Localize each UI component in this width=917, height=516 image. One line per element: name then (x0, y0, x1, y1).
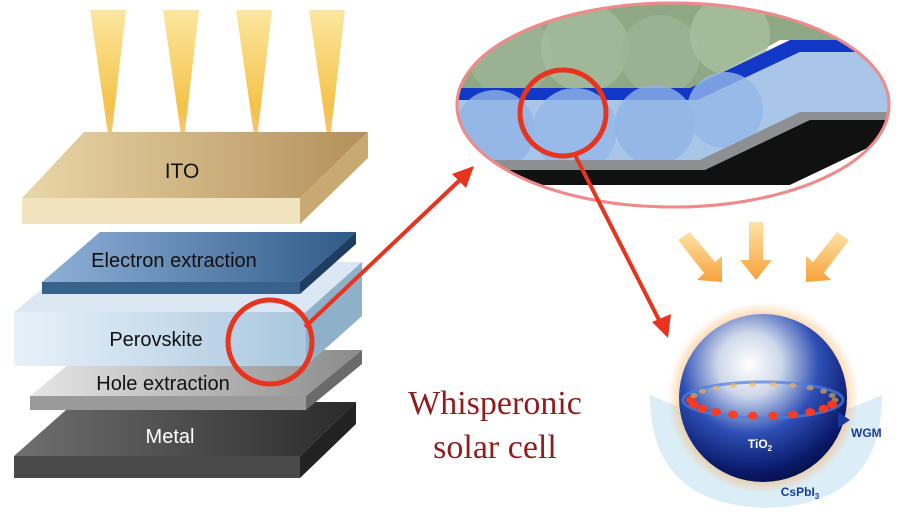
label-ito: ITO (165, 160, 200, 183)
diagram-title-line2: solar cell (433, 429, 557, 466)
wgm-arrow (838, 412, 850, 428)
wgm-spot (820, 388, 828, 394)
label-wgm: WGM (851, 426, 882, 440)
wgm-spot (787, 410, 798, 419)
wgm-spot (749, 381, 757, 387)
zoom-inset (455, 1, 891, 209)
layer-electron-extraction (42, 232, 356, 294)
wgm-spot (828, 393, 836, 398)
label-electron-extraction: Electron extraction (91, 250, 257, 272)
wgm-spot (697, 404, 708, 413)
incoming-light-arrows (678, 222, 849, 282)
light-rays (90, 10, 345, 148)
wgm-spot (827, 400, 838, 409)
label-cspbi3: CsPbI3 (781, 485, 820, 501)
wgm-spot (729, 382, 737, 388)
zoom-arrows (303, 154, 671, 338)
label-metal: Metal (146, 426, 195, 448)
label-tio2: TiO2 (748, 437, 773, 453)
tio2-sphere (679, 314, 847, 482)
tio2-sphere-group (650, 302, 882, 508)
label-hole-extraction: Hole extraction (96, 373, 229, 395)
wgm-spot (789, 382, 797, 388)
diagram-title-line1: Whisperonic (408, 385, 582, 422)
wgm-mode-ring (681, 380, 845, 420)
wgm-spot (769, 381, 777, 387)
wgm-spot (728, 410, 739, 419)
highlight-circle-zoom (517, 67, 609, 159)
wgm-spot (747, 411, 758, 420)
wgm-spot (712, 385, 720, 391)
wgm-spot (818, 404, 829, 413)
wgm-spot (805, 408, 816, 417)
wgm-spot (690, 393, 698, 398)
wgm-spot (806, 385, 814, 391)
wgm-spot (698, 388, 706, 394)
layer-metal (14, 402, 356, 478)
label-perovskite: Perovskite (109, 329, 202, 351)
wgm-spot (768, 411, 779, 420)
wgm-spot (686, 396, 696, 404)
wgm-spot (710, 408, 721, 417)
layer-ito (22, 132, 368, 224)
highlight-circle-perovskite (225, 297, 315, 387)
